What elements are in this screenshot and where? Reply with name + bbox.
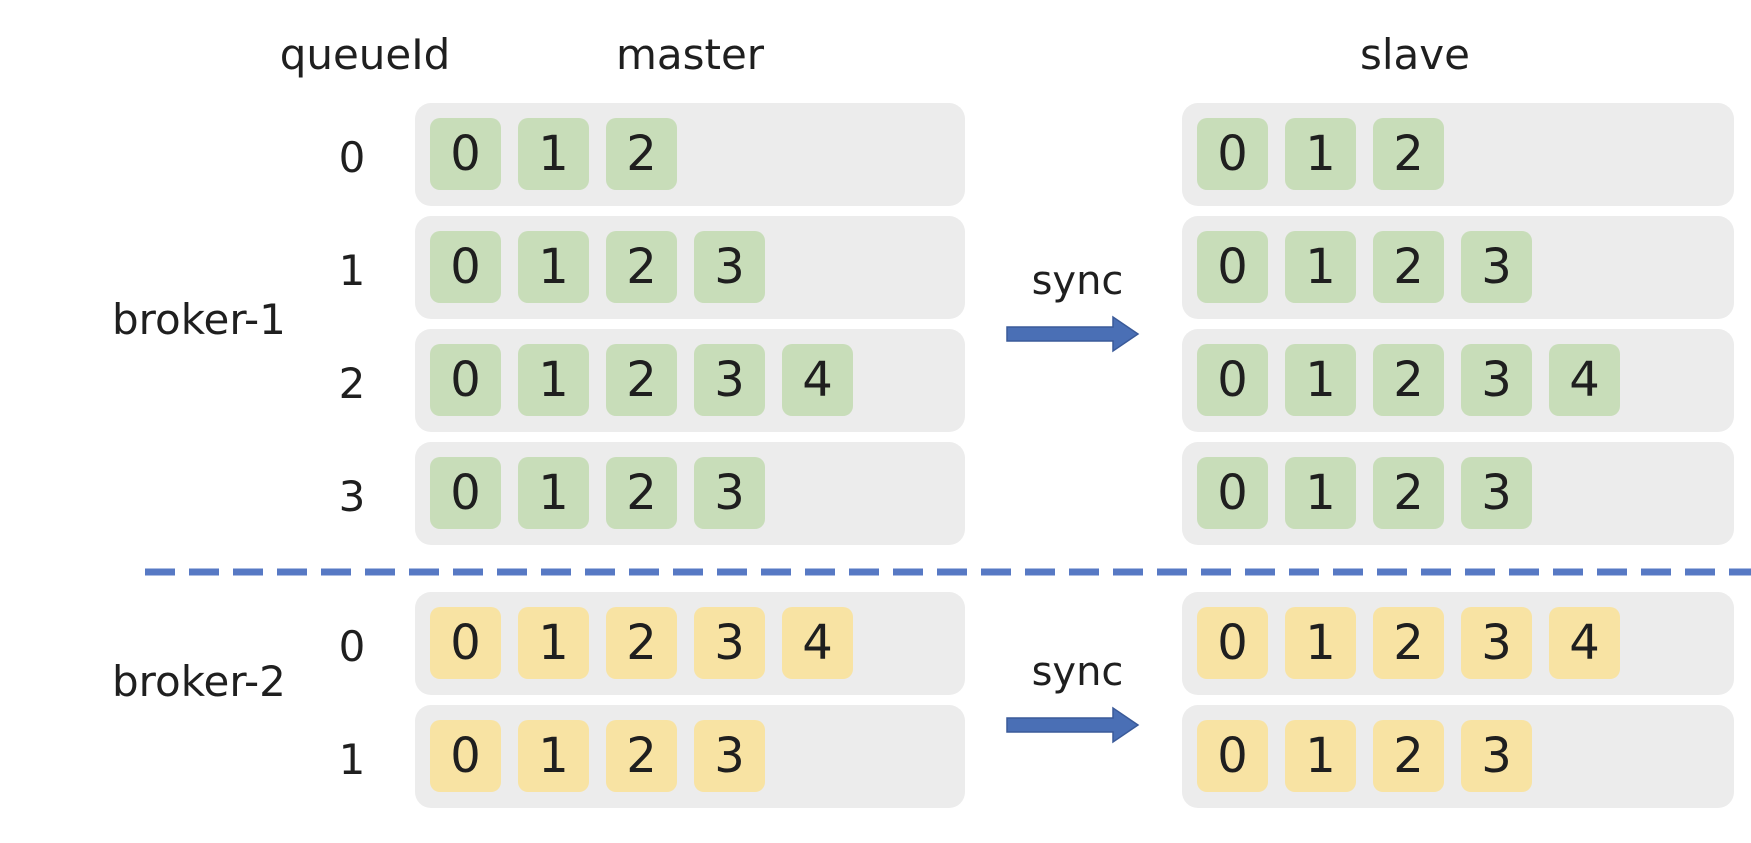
message-offset-cell: 0 bbox=[430, 607, 501, 679]
sync-label: sync bbox=[1031, 649, 1124, 695]
master-header: master bbox=[615, 30, 765, 79]
message-offset-cell: 2 bbox=[606, 607, 677, 679]
message-offset-cell: 1 bbox=[1285, 344, 1356, 416]
message-offset-cell: 2 bbox=[606, 457, 677, 529]
message-offset-cell: 3 bbox=[694, 720, 765, 792]
message-offset-cell: 1 bbox=[518, 231, 589, 303]
message-offset-cell: 2 bbox=[1373, 344, 1444, 416]
message-offset-cell: 0 bbox=[1197, 231, 1268, 303]
broker-1-label: broker-1 bbox=[112, 295, 286, 344]
message-offset-cell: 3 bbox=[694, 344, 765, 416]
message-offset-cell: 1 bbox=[1285, 457, 1356, 529]
message-offset-cell: 2 bbox=[1373, 720, 1444, 792]
message-offset-cell: 3 bbox=[694, 231, 765, 303]
message-offset-cell: 2 bbox=[606, 344, 677, 416]
message-offset-cell: 0 bbox=[430, 231, 501, 303]
message-offset-cell: 3 bbox=[694, 457, 765, 529]
sync-arrow-icon bbox=[1006, 706, 1140, 744]
message-offset-cell: 2 bbox=[606, 720, 677, 792]
message-offset-cell: 0 bbox=[430, 720, 501, 792]
message-offset-cell: 3 bbox=[1461, 607, 1532, 679]
queue-id-label: 0 bbox=[338, 133, 366, 182]
message-offset-cell: 0 bbox=[1197, 344, 1268, 416]
message-offset-cell: 1 bbox=[518, 457, 589, 529]
message-offset-cell: 2 bbox=[606, 118, 677, 190]
message-offset-cell: 0 bbox=[1197, 118, 1268, 190]
message-offset-cell: 0 bbox=[1197, 607, 1268, 679]
queue-id-label: 1 bbox=[338, 246, 366, 295]
message-offset-cell: 1 bbox=[518, 720, 589, 792]
message-offset-cell: 4 bbox=[1549, 344, 1620, 416]
message-offset-cell: 1 bbox=[1285, 118, 1356, 190]
message-offset-cell: 2 bbox=[1373, 607, 1444, 679]
message-offset-cell: 0 bbox=[430, 344, 501, 416]
message-offset-cell: 2 bbox=[1373, 457, 1444, 529]
broker-2-label: broker-2 bbox=[112, 657, 286, 706]
message-offset-cell: 3 bbox=[694, 607, 765, 679]
queue-id-label: 2 bbox=[338, 359, 366, 408]
slave-header: slave bbox=[1360, 30, 1470, 79]
message-offset-cell: 1 bbox=[518, 344, 589, 416]
sync-label: sync bbox=[1031, 258, 1124, 304]
message-offset-cell: 4 bbox=[782, 344, 853, 416]
sync-arrow-icon bbox=[1006, 315, 1140, 353]
queue-id-header: queueId bbox=[279, 30, 451, 79]
message-offset-cell: 3 bbox=[1461, 344, 1532, 416]
message-offset-cell: 4 bbox=[782, 607, 853, 679]
queue-id-label: 3 bbox=[338, 472, 366, 521]
message-offset-cell: 2 bbox=[1373, 118, 1444, 190]
message-offset-cell: 1 bbox=[1285, 720, 1356, 792]
message-offset-cell: 1 bbox=[518, 118, 589, 190]
message-offset-cell: 1 bbox=[518, 607, 589, 679]
message-offset-cell: 3 bbox=[1461, 457, 1532, 529]
queue-id-label: 0 bbox=[338, 622, 366, 671]
message-offset-cell: 4 bbox=[1549, 607, 1620, 679]
message-offset-cell: 3 bbox=[1461, 231, 1532, 303]
broker-divider bbox=[145, 568, 1751, 576]
message-offset-cell: 0 bbox=[430, 118, 501, 190]
message-offset-cell: 0 bbox=[1197, 457, 1268, 529]
message-offset-cell: 1 bbox=[1285, 231, 1356, 303]
message-offset-cell: 1 bbox=[1285, 607, 1356, 679]
message-offset-cell: 2 bbox=[1373, 231, 1444, 303]
queue-id-label: 1 bbox=[338, 735, 366, 784]
message-offset-cell: 0 bbox=[1197, 720, 1268, 792]
message-offset-cell: 0 bbox=[430, 457, 501, 529]
message-offset-cell: 2 bbox=[606, 231, 677, 303]
message-offset-cell: 3 bbox=[1461, 720, 1532, 792]
